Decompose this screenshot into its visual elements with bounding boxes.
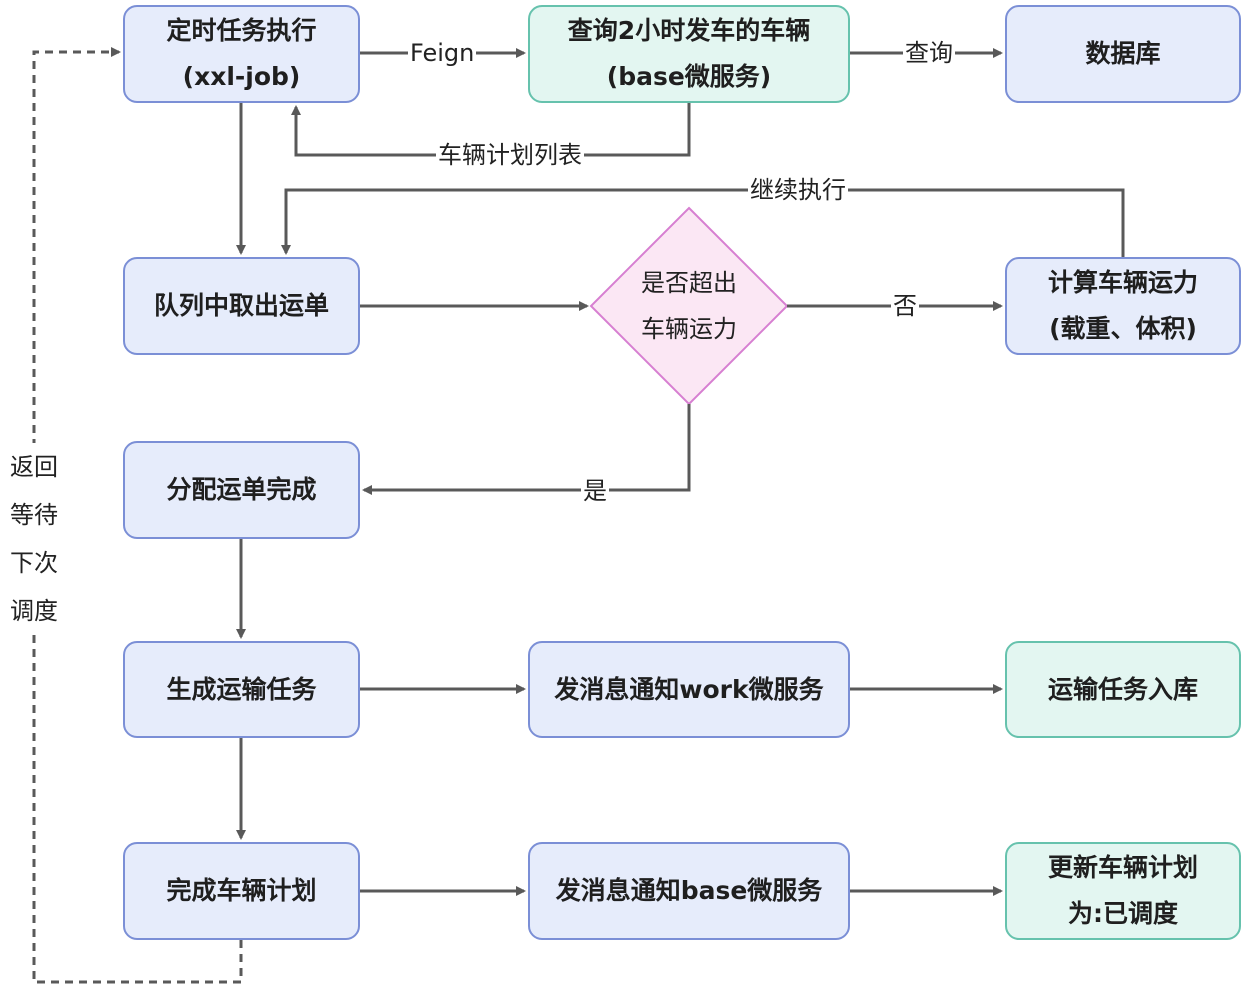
node-query-vehicles-line1: 查询2小时发车的车辆 bbox=[567, 16, 811, 45]
node-generate-transport: 生成运输任务 bbox=[123, 641, 360, 738]
node-exceeds-capacity: 是否超出 车辆运力 bbox=[611, 258, 767, 354]
node-notify-base: 发消息通知base微服务 bbox=[528, 842, 850, 940]
return-note-line3: 下次 bbox=[10, 549, 58, 577]
node-query-vehicles: 查询2小时发车的车辆 (base微服务) bbox=[528, 5, 850, 103]
edge-label-feign: Feign bbox=[408, 38, 477, 68]
edge-yes bbox=[362, 404, 691, 495]
node-update-plan-line2: 为:已调度 bbox=[1068, 899, 1178, 928]
node-exceeds-capacity-line1: 是否超出 bbox=[641, 269, 737, 297]
edge-return-loop bbox=[32, 47, 243, 984]
node-scheduled-task-line2: (xxl-job) bbox=[182, 62, 301, 91]
edge-label-yes: 是 bbox=[581, 476, 609, 506]
node-dequeue-waybill-label: 队列中取出运单 bbox=[153, 291, 329, 320]
node-scheduled-task: 定时任务执行 (xxl-job) bbox=[123, 5, 360, 103]
node-assign-complete-label: 分配运单完成 bbox=[166, 475, 317, 504]
edge-continue bbox=[281, 188, 1125, 257]
node-database-label: 数据库 bbox=[1085, 39, 1161, 68]
node-compute-capacity-line1: 计算车辆运力 bbox=[1047, 268, 1198, 297]
node-store-transport: 运输任务入库 bbox=[1005, 641, 1241, 738]
node-complete-plan-label: 完成车辆计划 bbox=[166, 876, 317, 905]
edge-label-query: 查询 bbox=[903, 38, 955, 68]
return-note-line4: 调度 bbox=[10, 597, 58, 625]
node-query-vehicles-line2: (base微服务) bbox=[606, 62, 772, 91]
edge-label-continue: 继续执行 bbox=[748, 175, 848, 205]
node-compute-capacity: 计算车辆运力 (载重、体积) bbox=[1005, 257, 1241, 355]
node-exceeds-capacity-line2: 车辆运力 bbox=[641, 315, 737, 343]
node-database: 数据库 bbox=[1005, 5, 1241, 103]
return-note-line2: 等待 bbox=[10, 501, 58, 529]
node-store-transport-label: 运输任务入库 bbox=[1047, 674, 1198, 704]
node-update-plan: 更新车辆计划 为:已调度 bbox=[1005, 842, 1241, 940]
node-assign-complete: 分配运单完成 bbox=[123, 441, 360, 539]
edge-label-vehicle-plan-list: 车辆计划列表 bbox=[436, 140, 584, 170]
node-update-plan-line1: 更新车辆计划 bbox=[1047, 853, 1198, 882]
node-dequeue-waybill: 队列中取出运单 bbox=[123, 257, 360, 355]
node-notify-work: 发消息通知work微服务 bbox=[528, 641, 850, 738]
node-scheduled-task-line1: 定时任务执行 bbox=[166, 16, 317, 45]
node-compute-capacity-line2: (载重、体积) bbox=[1049, 314, 1197, 343]
node-generate-transport-label: 生成运输任务 bbox=[166, 674, 317, 704]
node-notify-work-label: 发消息通知work微服务 bbox=[554, 674, 824, 704]
return-wait-note: 返回 等待 下次 调度 bbox=[4, 443, 64, 635]
node-notify-base-label: 发消息通知base微服务 bbox=[555, 876, 823, 905]
return-note-line1: 返回 bbox=[10, 453, 58, 481]
edge-label-no: 否 bbox=[891, 291, 919, 321]
node-complete-plan: 完成车辆计划 bbox=[123, 842, 360, 940]
